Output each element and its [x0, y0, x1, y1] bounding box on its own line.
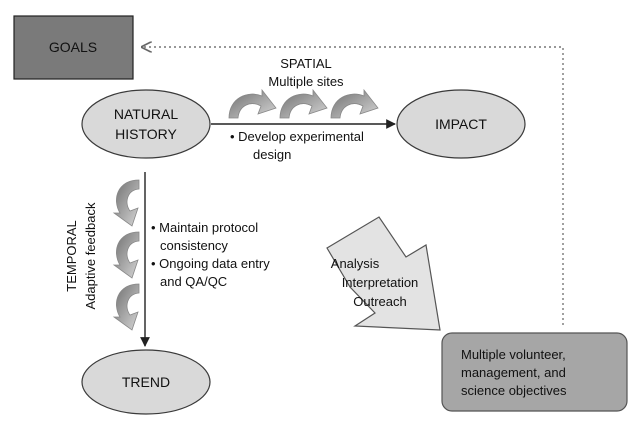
temporal-bullet-line1: • Maintain protocol: [151, 220, 258, 235]
trend-label: TREND: [122, 374, 170, 390]
spatial-subtitle: Multiple sites: [268, 74, 344, 89]
curl-arrow-right: [228, 88, 277, 119]
spatial-bullet-line2: design: [253, 147, 291, 162]
curl-arrow-right: [279, 88, 328, 119]
temporal-title: TEMPORAL: [64, 220, 79, 292]
goals-box: GOALS: [13, 15, 134, 80]
curl-arrow-down: [112, 179, 140, 227]
analysis-label: Analysis: [331, 256, 380, 271]
spatial-bullet-line1: • Develop experimental: [230, 129, 364, 144]
objectives-line1: Multiple volunteer,: [461, 347, 566, 362]
spatial-title: SPATIAL: [280, 56, 332, 71]
natural-history-label-line1: NATURAL: [114, 106, 179, 122]
temporal-bullet-line4: and QA/QC: [160, 274, 227, 289]
natural-history-oval: NATURAL HISTORY: [81, 89, 211, 159]
temporal-curl-arrows: [112, 179, 140, 331]
analysis-block-arrow: Analysis Interpretation Outreach: [326, 216, 441, 331]
interpretation-label: Interpretation: [342, 275, 419, 290]
temporal-subtitle: Adaptive feedback: [83, 202, 98, 309]
natural-history-label-line2: HISTORY: [115, 126, 177, 142]
objectives-line3: science objectives: [461, 383, 567, 398]
curl-arrow-down: [112, 231, 140, 279]
temporal-bullet-line2: consistency: [160, 238, 228, 253]
objectives-line2: management, and: [461, 365, 566, 380]
objectives-box: Multiple volunteer, management, and scie…: [441, 332, 628, 412]
curl-arrow-right: [330, 88, 379, 119]
temporal-bullet-line3: • Ongoing data entry: [151, 256, 270, 271]
impact-label: IMPACT: [435, 116, 487, 132]
impact-oval: IMPACT: [396, 89, 526, 159]
curl-arrow-down: [112, 283, 140, 331]
outreach-label: Outreach: [353, 294, 406, 309]
trend-oval: TREND: [81, 349, 211, 415]
goals-label: GOALS: [49, 39, 97, 55]
spatial-curl-arrows: [228, 88, 379, 119]
